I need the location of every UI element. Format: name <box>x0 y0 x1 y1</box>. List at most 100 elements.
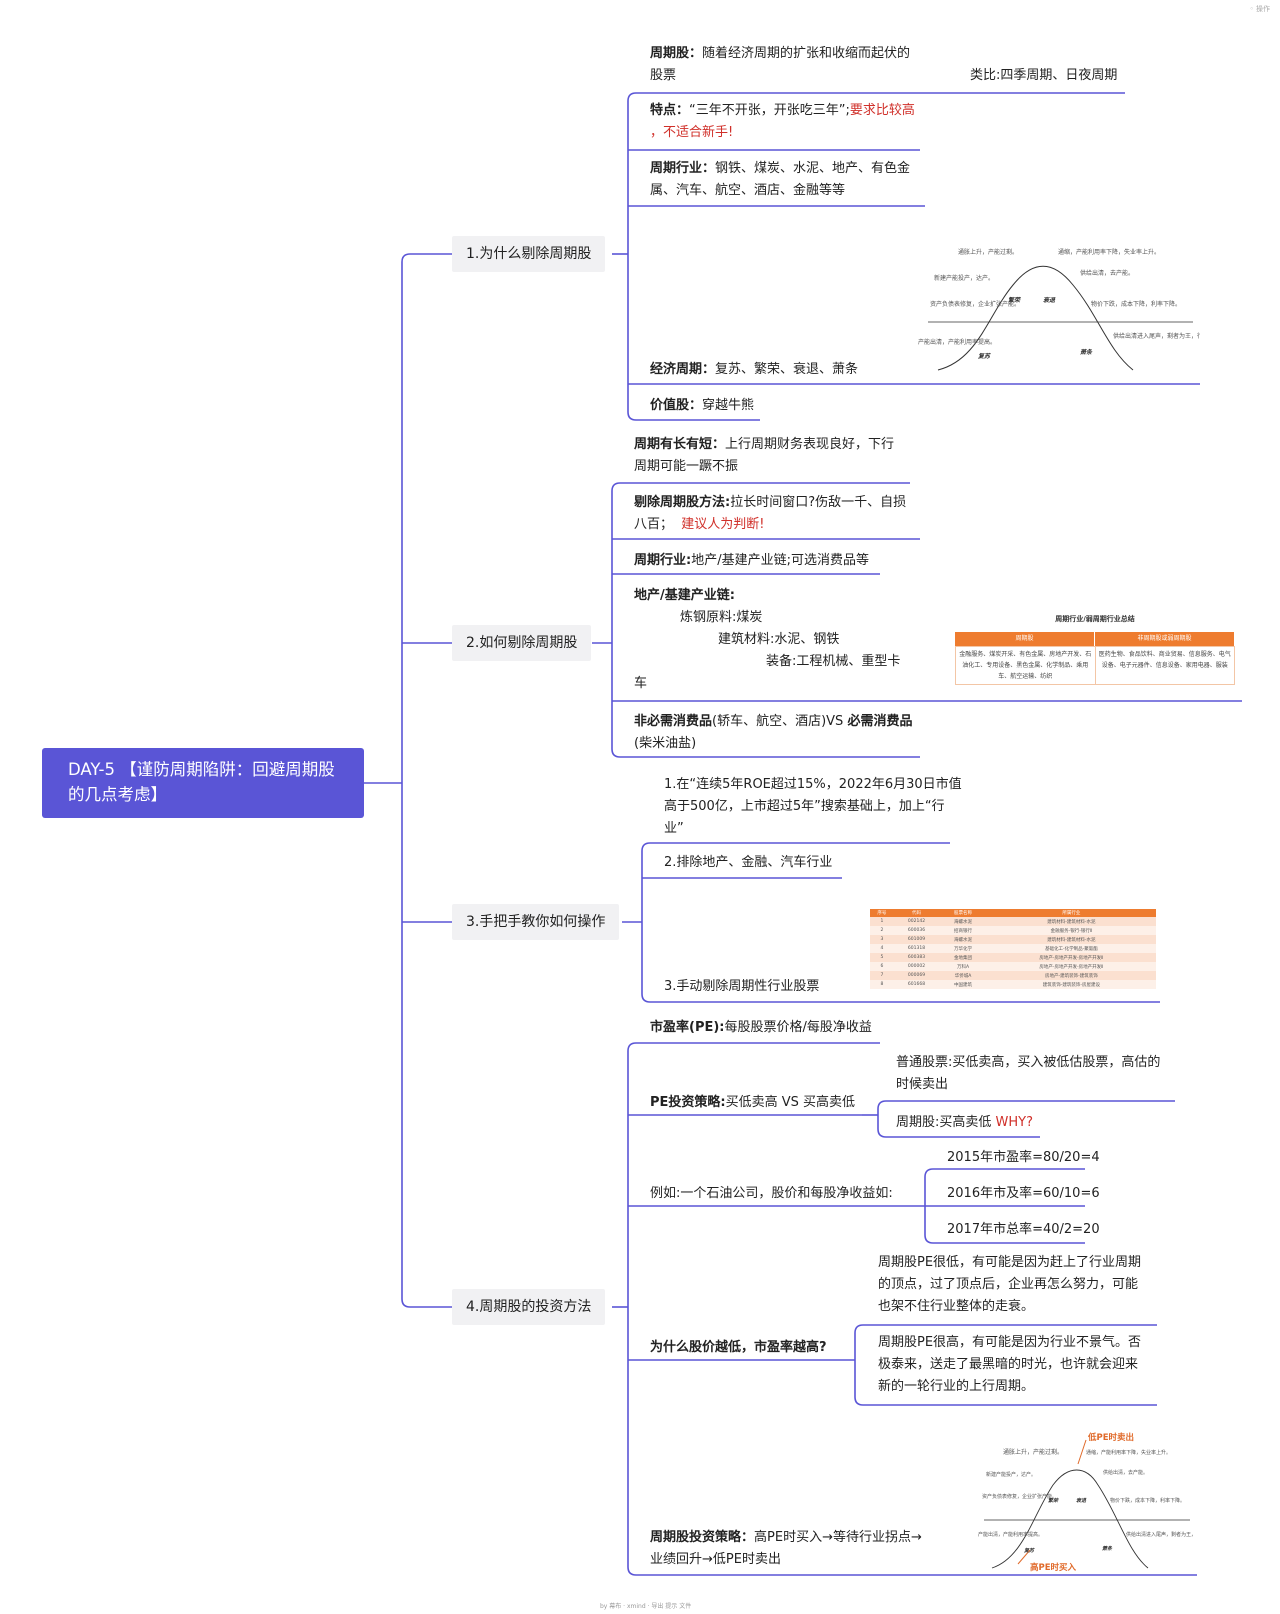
stock-table-header: 代码 <box>893 909 940 917</box>
stock-table-cell: 000069 <box>893 971 940 980</box>
node-step-1[interactable]: 1.在“连续5年ROE超过15%，2022年6月30日市值 高于500亿，上市超… <box>664 777 962 836</box>
stock-table-cell: 房地产-房地产开发-房地产开发Ⅱ <box>986 962 1156 971</box>
cycle-phase-recess: 衰退 <box>1043 296 1056 304</box>
stock-table-cell: 中国建筑 <box>939 980 987 989</box>
stock-table-cell: 基础化工-化学制品-聚氨酯 <box>986 944 1156 953</box>
industry-table-head-cyclical: 周期股 <box>955 632 1094 646</box>
corner-control[interactable]: ◦ 操作 <box>1249 5 1270 13</box>
node-economic-cycle[interactable]: 经济周期：复苏、繁荣、衰退、萧条 <box>650 362 859 377</box>
stock-table-cell: 万科A <box>939 962 987 971</box>
stock-table-cell: 000002 <box>893 962 940 971</box>
svg-text:资产负债表修复，企业扩张产能。: 资产负债表修复，企业扩张产能。 <box>982 1493 1057 1500</box>
node-exclude-method[interactable]: 剔除周期股方法:拉长时间窗口?伤敌一千、自损 八百； 建议人为判断! <box>634 495 907 532</box>
stock-table-cell: 建筑装饰-建筑装饰-房屋建设 <box>986 980 1156 989</box>
stock-table-cell: 601318 <box>893 944 940 953</box>
cycle-label-ml: 新建产能投产，达产。 <box>934 274 994 282</box>
industry-table-noncyclical: 医药生物、食品饮料、商业贸易、信息服务、电气设备、电子元器件、信息设备、家用电器… <box>1098 651 1231 669</box>
node-normal-stock[interactable]: 普通股票:买低卖高，买入被低估股票，高估的 时候卖出 <box>896 1055 1161 1092</box>
node-pe-2016[interactable]: 2016年市及率=60/10=6 <box>947 1186 1100 1201</box>
stock-table-cell: 8 <box>870 980 894 989</box>
pe-cycle-chart: 低PE时卖出 高PE时买入 通胀上升，产能过剩。 通缩，产能利用率下降，失业率上… <box>978 1430 1196 1572</box>
svg-text:通胀上升，产能过剩。: 通胀上升，产能过剩。 <box>1003 1448 1063 1456</box>
stock-table-cell: 金地集团 <box>939 953 987 962</box>
node-why-pe-high[interactable]: 为什么股价越低，市盈率越高? <box>650 1340 827 1355</box>
node-high-pe-explain[interactable]: 周期股PE很高，有可能是因为行业不景气。否 极泰来，送走了最黑暗的时光，也许就会… <box>878 1335 1142 1394</box>
svg-text:衰退: 衰退 <box>1076 1497 1087 1504</box>
root-node[interactable]: DAY-5 【谨防周期陷阱：回避周期股的几点考虑】 <box>42 748 364 818</box>
node-cyclical-industry-2[interactable]: 周期行业:地产/基建产业链;可选消费品等 <box>634 553 869 568</box>
svg-text:物价下跌，成本下降，利率下降。: 物价下跌，成本下降，利率下降。 <box>1110 1497 1185 1504</box>
stock-table-cell: 600036 <box>893 926 940 935</box>
node-pe-definition[interactable]: 市盈率(PE):每股股票价格/每股净收益 <box>650 1020 872 1035</box>
node-value-stock[interactable]: 价值股：穿越牛熊 <box>650 398 755 413</box>
svg-text:繁荣: 繁荣 <box>1048 1497 1059 1504</box>
stock-table-cell: 002142 <box>893 917 940 926</box>
node-feature[interactable]: 特点：“三年不开张，开张吃三年”;要求比较高 ，不适合新手! <box>650 103 915 140</box>
stock-table-cell: 2 <box>870 926 894 935</box>
node-pe-2015[interactable]: 2015年市盈率=80/20=4 <box>947 1150 1100 1165</box>
cycle-label-bl: 产能出清，产能利用率提高。 <box>918 338 996 346</box>
node-cyclical-buy-high[interactable]: 周期股:买高卖低 WHY? <box>896 1115 1033 1130</box>
stock-table-cell: 601668 <box>893 980 940 989</box>
node-step-2[interactable]: 2.排除地产、金融、汽车行业 <box>664 855 833 870</box>
stock-table-cell: 7 <box>870 971 894 980</box>
stock-table-cell: 1 <box>870 917 894 926</box>
svg-text:供给出清，去产能。: 供给出清，去产能。 <box>1103 1469 1148 1476</box>
cycle-phase-depress: 萧条 <box>1080 348 1093 356</box>
branch-operation[interactable]: 3.手把手教你如何操作 <box>452 904 620 940</box>
stock-table-cell: 海螺水泥 <box>939 935 987 944</box>
svg-text:新建产能投产，达产。: 新建产能投产，达产。 <box>986 1471 1036 1478</box>
node-oil-example[interactable]: 例如:一个石油公司，股价和每股净收益如: <box>650 1186 893 1201</box>
node-consumer-goods[interactable]: 非必需消费品(轿车、航空、酒店)VS 必需消费品 (柴米油盐) <box>634 714 913 751</box>
stock-table-cell: 招商银行 <box>939 926 987 935</box>
node-low-pe-explain[interactable]: 周期股PE很低，有可能是因为赶上了行业周期 的顶点，过了顶点后，企业再怎么努力，… <box>878 1255 1142 1314</box>
cycle-label-br: 供给出清进入尾声，剩者为王，行业集中度提升。 <box>1113 332 1200 340</box>
branch-how-exclude[interactable]: 2.如何剔除周期股 <box>452 625 592 661</box>
node-pe-strategy[interactable]: PE投资策略:买低卖高 VS 买高卖低 <box>650 1095 856 1110</box>
branch-invest-method[interactable]: 4.周期股的投资方法 <box>452 1289 606 1325</box>
stock-table-cell: 房地产-房地产开发-房地产开发Ⅱ <box>986 953 1156 962</box>
node-cycle-length[interactable]: 周期有长有短：上行周期财务表现良好，下行 周期可能一蹶不振 <box>634 437 895 474</box>
stock-table-header: 股票名称 <box>939 909 987 917</box>
node-final-strategy[interactable]: 周期股投资策略：高PE时买入→等待行业拐点→ 业绩回升→低PE时卖出 <box>650 1530 922 1567</box>
stock-table-cell: 4 <box>870 944 894 953</box>
stock-table-cell: 601009 <box>893 935 940 944</box>
stock-table-header: 所属行业 <box>986 909 1156 917</box>
svg-text:萧条: 萧条 <box>1102 1545 1113 1552</box>
industry-summary-table: 周期行业/弱周期行业总结 周期股 非周期股或弱周期股 金融服务、煤炭开采、有色金… <box>955 614 1235 685</box>
node-step-3[interactable]: 3.手动剔除周期性行业股票 <box>664 979 820 994</box>
stock-table-cell: 万华化学 <box>939 944 987 953</box>
node-cyclical-industry[interactable]: 周期行业：钢铁、煤炭、水泥、地产、有色金 属、汽车、航空、酒店、金融等等 <box>650 161 911 198</box>
node-pe-2017[interactable]: 2017年市总率=40/2=20 <box>947 1222 1100 1237</box>
footer-watermark: by 幕布 · xmind · 导出 提示 文件 <box>600 1603 692 1610</box>
cycle-phase-recover: 复苏 <box>978 352 991 360</box>
svg-text:产能出清，产能利用率提高。: 产能出清，产能利用率提高。 <box>978 1531 1043 1538</box>
cycle-label-r2: 物价下跌，成本下降，利率下降。 <box>1091 300 1181 308</box>
branch-why-exclude[interactable]: 1.为什么剔除周期股 <box>452 236 606 272</box>
stock-table-cell: 建筑材料-建筑材料-水泥 <box>986 917 1156 926</box>
stock-table-cell: 华侨城A <box>939 971 987 980</box>
cycle-label-l2: 资产负债表修复，企业扩张产能。 <box>930 300 1020 308</box>
svg-text:供给出清进入尾声，剩者为王，行业集中度提升。: 供给出清进入尾声，剩者为王，行业集中度提升。 <box>1126 1531 1196 1538</box>
economic-cycle-chart: 通胀上升，产能过剩。 通缩，产能利用率下降，失业率上升。 新建产能投产，达产。 … <box>918 240 1200 380</box>
stock-table-cell: 3 <box>870 935 894 944</box>
industry-table-cyclical: 金融服务、煤炭开采、有色金属、房地产开发、石油化工、专用设备、黑色金属、化学制品… <box>956 647 1096 684</box>
stock-table-cell: 5 <box>870 953 894 962</box>
stock-table-cell: 建筑材料-建筑材料-水泥 <box>986 935 1156 944</box>
node-cyclical-stock[interactable]: 周期股：随着经济周期的扩张和收缩而起伏的 股票 <box>650 46 911 83</box>
node-analogy[interactable]: 类比:四季周期、日夜周期 <box>970 68 1118 83</box>
svg-text:通缩，产能利用率下降，失业率上升。: 通缩，产能利用率下降，失业率上升。 <box>1086 1449 1171 1456</box>
cycle-label-tr: 通缩，产能利用率下降，失业率上升。 <box>1058 248 1160 256</box>
cycle-label-tl: 通胀上升，产能过剩。 <box>958 248 1018 256</box>
cycle-label-mr: 供给出清，去产能。 <box>1080 269 1134 277</box>
node-realestate-chain[interactable]: 地产/基建产业链: 炼钢原料:煤炭 建筑材料:水泥、钢铁 装备:工程机械、重型卡… <box>634 588 901 691</box>
